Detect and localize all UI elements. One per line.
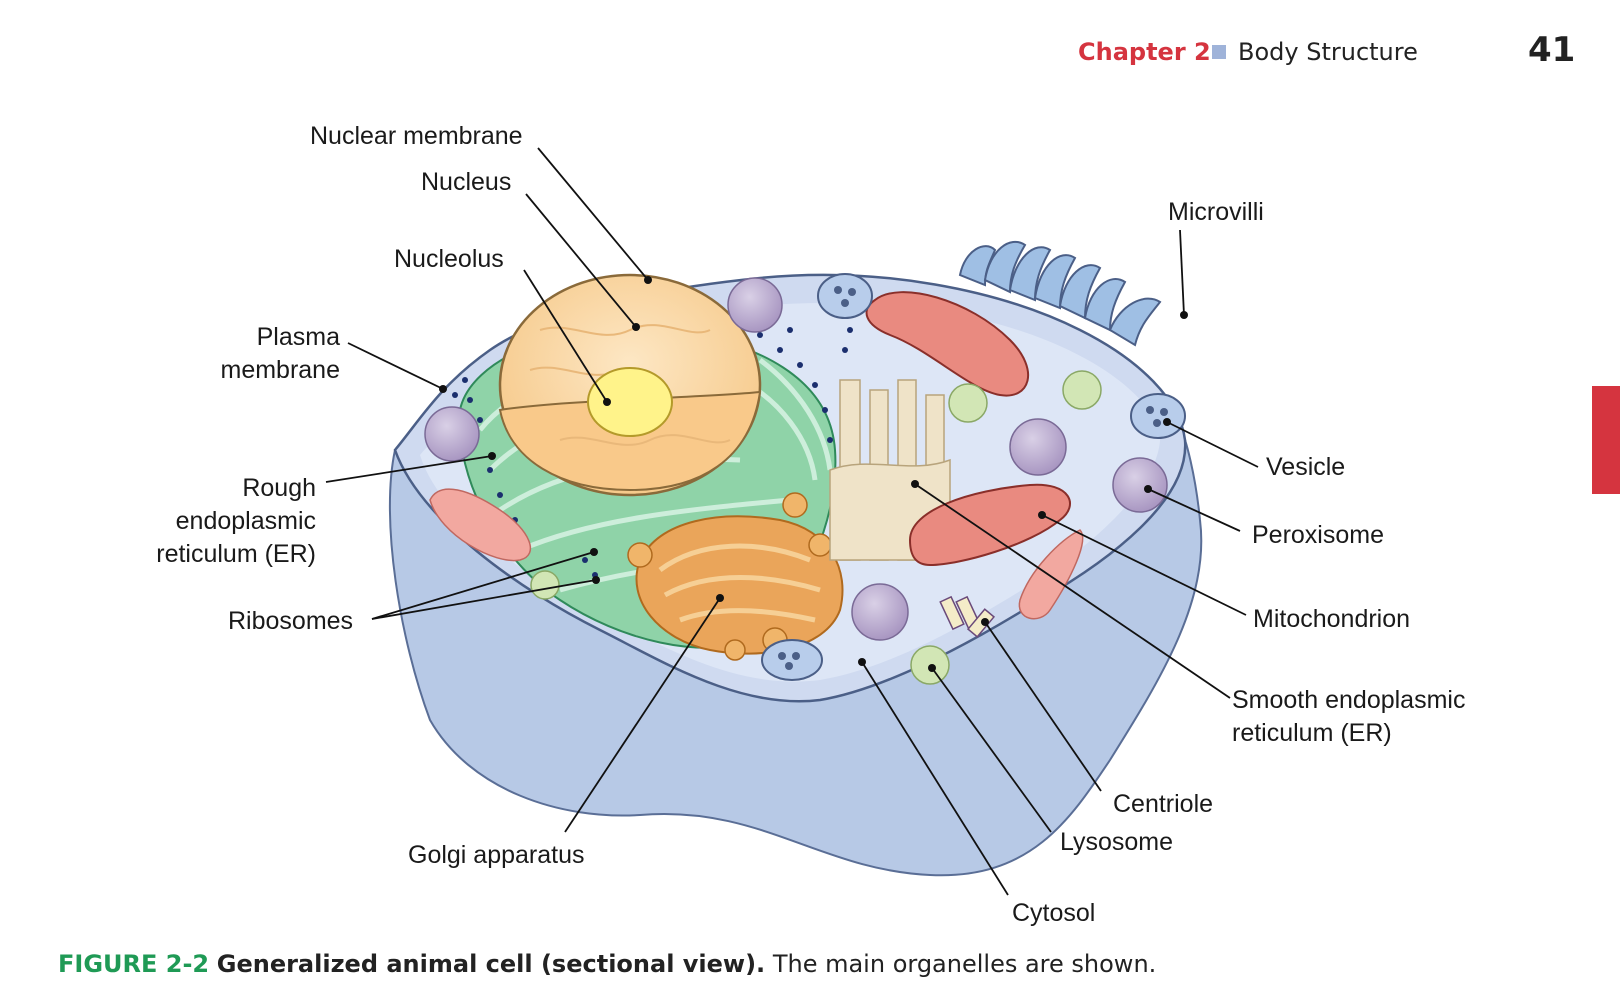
label-rough-er: Rough endoplasmic reticulum (ER) — [130, 472, 316, 571]
label-lysosome: Lysosome — [1060, 828, 1174, 856]
microvilli-drawing — [958, 240, 1162, 347]
label-mitochondrion: Mitochondrion — [1253, 605, 1411, 633]
label-rough-er-line2: endoplasmic — [175, 507, 316, 535]
small-organelles-drawing — [424, 273, 1186, 685]
label-centriole: Centriole — [1113, 790, 1214, 818]
page-number: 41 — [1528, 30, 1576, 70]
label-ribosomes: Ribosomes — [228, 607, 354, 635]
mitochondria-drawing — [429, 291, 1084, 620]
label-vesicle: Vesicle — [1266, 453, 1346, 481]
label-smooth-er-line1: Smooth endoplasmic — [1232, 686, 1466, 714]
figure-number: FIGURE 2-2 — [58, 950, 210, 978]
label-nuclear-membrane: Nuclear membrane — [310, 122, 523, 150]
label-plasma-membrane-line2: membrane — [220, 356, 341, 384]
header-separator-square — [1212, 45, 1226, 59]
leader-dots — [439, 276, 1188, 672]
figure-text: The main organelles are shown. — [772, 950, 1157, 978]
golgi-drawing — [627, 492, 844, 661]
chapter-label: Chapter 2 — [1078, 38, 1211, 66]
chapter-tab — [1592, 386, 1620, 494]
label-smooth-er-line2: reticulum (ER) — [1232, 719, 1392, 747]
label-golgi-apparatus: Golgi apparatus — [408, 841, 585, 869]
label-plasma-membrane: Plasma membrane — [200, 321, 341, 387]
label-nucleolus: Nucleolus — [394, 245, 504, 273]
figure-caption: FIGURE 2-2 Generalized animal cell (sect… — [58, 950, 1156, 978]
label-peroxisome: Peroxisome — [1252, 521, 1384, 549]
label-rough-er-line1: Rough — [242, 474, 316, 502]
section-title: Body Structure — [1238, 38, 1418, 66]
label-rough-er-line3: reticulum (ER) — [156, 540, 316, 568]
nucleus-drawing — [498, 273, 762, 497]
label-smooth-er: Smooth endoplasmic reticulum (ER) — [1232, 684, 1465, 750]
figure-title: Generalized animal cell (sectional view)… — [216, 950, 766, 978]
label-cytosol: Cytosol — [1012, 899, 1096, 927]
label-nucleus: Nucleus — [421, 168, 512, 196]
leader-lines — [325, 147, 1259, 896]
label-plasma-membrane-line1: Plasma — [256, 323, 340, 351]
label-microvilli: Microvilli — [1168, 198, 1264, 226]
page-header: Chapter 2 Body Structure 41 — [0, 30, 1620, 74]
